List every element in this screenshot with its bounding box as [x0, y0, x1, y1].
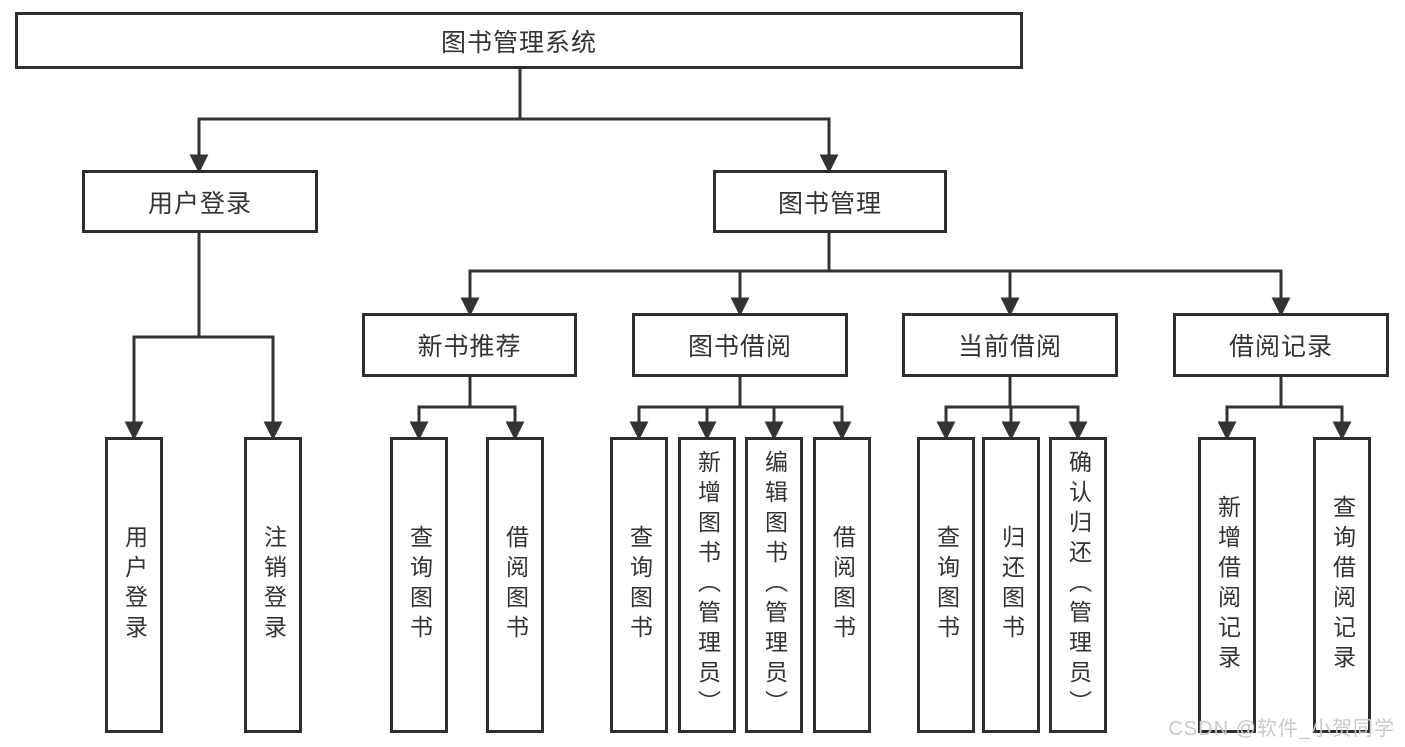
node-label: 借阅记录 [1228, 333, 1333, 361]
node-book-management: 图书管理 [713, 170, 947, 233]
leaf-query-books-current: 查询图书 [917, 437, 975, 733]
leaf-return-books: 归还图书 [982, 437, 1040, 733]
leaf-add-borrow-record: 新增借阅记录 [1198, 437, 1256, 733]
node-label: 图书借阅 [687, 333, 792, 361]
node-label: 确认归还（管理员） [1065, 450, 1092, 720]
node-borrow-records: 借阅记录 [1173, 313, 1389, 377]
node-label: 归还图书 [998, 525, 1025, 645]
node-label: 图书管理 [777, 189, 882, 218]
node-label: 查询图书 [406, 525, 433, 645]
leaf-borrow-books: 借阅图书 [813, 437, 871, 733]
node-label: 用户登录 [121, 525, 148, 645]
node-label: 新书推荐 [417, 333, 522, 361]
node-label: 查询图书 [626, 525, 653, 645]
leaf-add-books-admin: 新增图书（管理员） [678, 437, 736, 733]
leaf-query-books-borrow: 查询图书 [610, 437, 668, 733]
node-label: 用户登录 [147, 189, 252, 218]
node-new-book-recommend: 新书推荐 [362, 313, 577, 377]
node-user-login: 用户登录 [82, 170, 318, 233]
node-label: 借阅图书 [502, 525, 529, 645]
leaf-query-borrow-record: 查询借阅记录 [1313, 437, 1371, 733]
node-label: 当前借阅 [957, 333, 1062, 361]
csdn-watermark: CSDN @软件_小贺同学 [1168, 718, 1395, 740]
node-label: 查询图书 [933, 525, 960, 645]
node-label: 编辑图书（管理员） [761, 450, 788, 720]
node-label: 新增借阅记录 [1214, 495, 1241, 675]
leaf-query-books-recommend: 查询图书 [390, 437, 448, 733]
leaf-borrow-books-recommend: 借阅图书 [486, 437, 544, 733]
node-label: 注销登录 [260, 525, 287, 645]
node-label: 图书管理系统 [440, 28, 597, 57]
leaf-confirm-return-admin: 确认归还（管理员） [1049, 437, 1107, 733]
leaf-user-login: 用户登录 [105, 437, 163, 733]
node-current-borrow: 当前借阅 [902, 313, 1118, 377]
node-label: 新增图书（管理员） [694, 450, 721, 720]
leaf-edit-books-admin: 编辑图书（管理员） [745, 437, 803, 733]
node-label: 借阅图书 [829, 525, 856, 645]
node-book-borrow: 图书借阅 [632, 313, 848, 377]
node-root-system: 图书管理系统 [15, 12, 1023, 69]
leaf-logout: 注销登录 [244, 437, 302, 733]
node-label: 查询借阅记录 [1329, 495, 1356, 675]
